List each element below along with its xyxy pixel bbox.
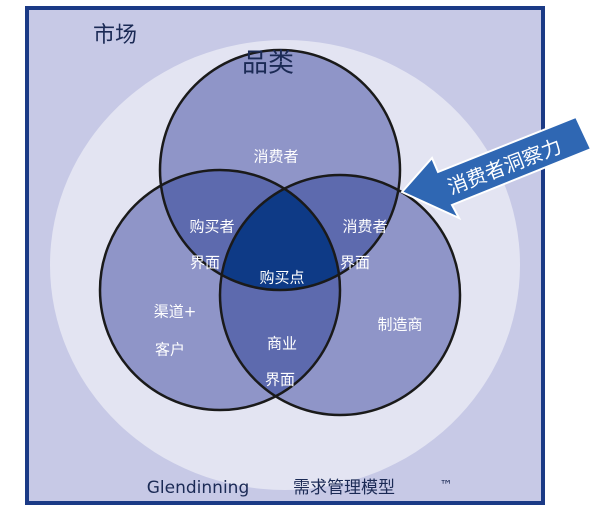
- venn-circles: [98, 48, 462, 417]
- consumer-label: 消费者: [253, 148, 298, 166]
- insight-arrow-shape: [400, 115, 590, 221]
- channel-label-line1: 渠道+: [154, 303, 197, 321]
- manufacturer-circle-outline: [218, 173, 462, 417]
- footer-model: 需求管理模型: [293, 478, 395, 498]
- consumer-interface-label-line2: 界面: [340, 254, 370, 272]
- footer-brand: Glendinning: [147, 478, 249, 498]
- channel-label-line2: 客户: [155, 341, 185, 359]
- shopper-interface-label-line1: 购买者: [189, 218, 234, 236]
- business-interface-label-line1: 商业: [267, 335, 297, 353]
- consumer-interface-label-line1: 消费者: [342, 218, 387, 236]
- category-label: 品类: [242, 49, 294, 79]
- purchase-point-label: 购买点: [259, 269, 304, 287]
- market-label: 市场: [93, 23, 137, 48]
- consumer-circle-outline: [158, 48, 402, 292]
- shopper-interface-label-line2: 界面: [190, 254, 220, 272]
- footer-tm: ™: [440, 479, 453, 494]
- manufacturer-label: 制造商: [377, 316, 422, 334]
- purchase-point-region: [220, 175, 340, 290]
- channel-circle-outline: [98, 168, 342, 412]
- business-interface-label-line2: 界面: [265, 371, 295, 389]
